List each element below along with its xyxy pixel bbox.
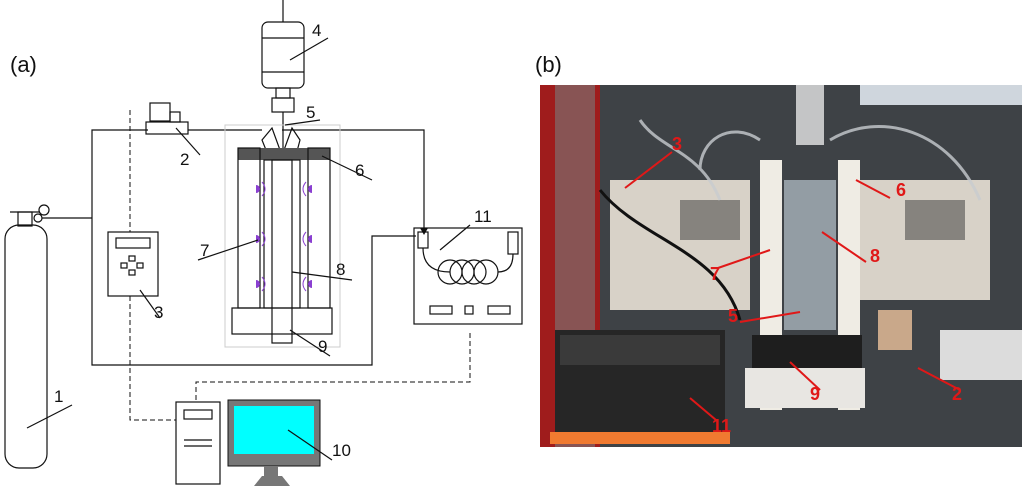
callout-3: 3 <box>154 303 163 322</box>
schematic-callouts: 1 2 3 4 5 6 7 8 9 10 11 <box>54 21 492 460</box>
photo-callout-8: 8 <box>870 246 880 266</box>
callout-7: 7 <box>200 241 209 260</box>
photo-callouts: 3 6 7 8 5 9 11 2 <box>672 134 962 436</box>
photo-callout-6: 6 <box>896 180 906 200</box>
uv-lamps <box>256 185 312 288</box>
callout-11: 11 <box>474 207 492 226</box>
panel-b-label: (b) <box>535 52 562 77</box>
gas-line-to-mfc <box>91 129 148 218</box>
gas-filter <box>261 0 305 150</box>
signal-cable <box>195 330 471 400</box>
callout-9: 9 <box>318 337 327 356</box>
callout-1: 1 <box>54 387 63 406</box>
callout-2: 2 <box>180 150 189 169</box>
photo-callout-2: 2 <box>952 384 962 404</box>
callout-6: 6 <box>355 161 364 180</box>
signal-cable <box>129 296 176 421</box>
panel-a-schematic: (a) <box>4 0 523 486</box>
photo-callout-5: 5 <box>728 306 738 326</box>
photo-callout-7: 7 <box>710 264 720 284</box>
photo-reactor-tube <box>784 180 836 330</box>
callout-5: 5 <box>306 103 315 122</box>
photo-callout-3: 3 <box>672 134 682 154</box>
mass-flow-controller <box>145 102 189 135</box>
gas-cylinder <box>4 204 92 469</box>
panel-b-photo: (b) <box>535 52 1022 447</box>
gas-analyzer <box>413 227 523 325</box>
callout-leaders <box>26 37 471 461</box>
computer <box>175 399 321 486</box>
photo-callout-9: 9 <box>810 384 820 404</box>
photo-mfc <box>878 310 912 350</box>
panel-a-label: (a) <box>10 52 37 77</box>
photoreactor <box>224 124 341 348</box>
callout-4: 4 <box>312 21 321 40</box>
photo-callout-11: 11 <box>712 416 731 436</box>
outlet-line <box>282 129 425 232</box>
photo-stir-base <box>752 335 862 370</box>
callout-8: 8 <box>336 260 345 279</box>
photo-callout-leaders <box>624 151 961 421</box>
control-unit <box>107 231 159 297</box>
gas-line-to-analyzer <box>91 218 416 366</box>
callout-10: 10 <box>332 441 351 460</box>
power-supply-left <box>610 180 750 310</box>
